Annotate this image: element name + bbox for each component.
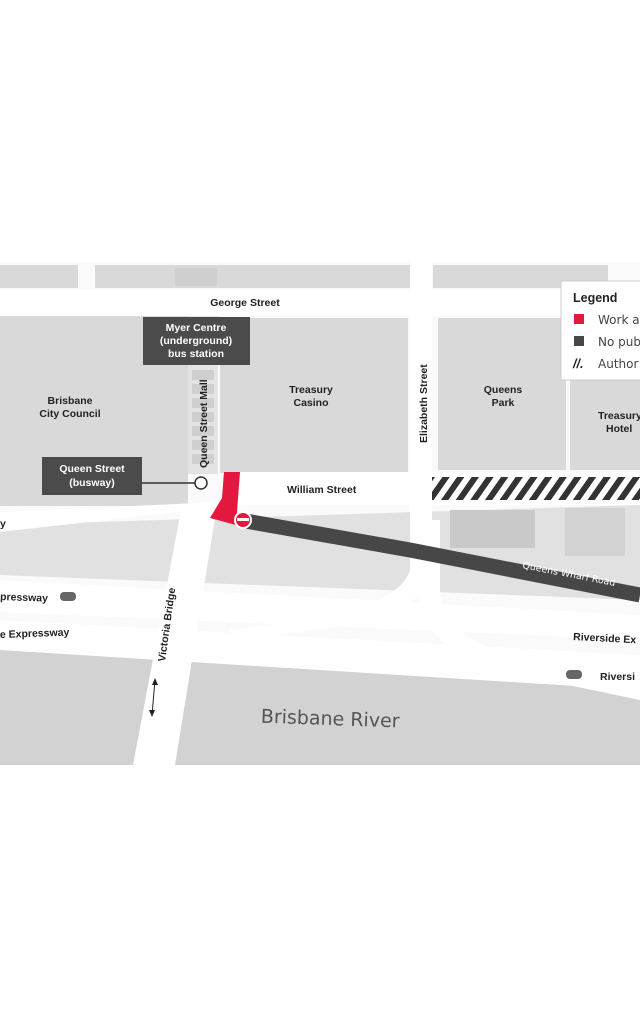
elizabeth-street-label: Elizabeth Street — [418, 364, 430, 443]
myer-centre-line-3: bus station — [168, 348, 224, 360]
george-street-label: George Street — [210, 297, 280, 309]
busway-line-1: Queen Street — [59, 463, 125, 475]
red-square-icon — [574, 314, 584, 324]
legend-item-authorised: Author — [598, 357, 638, 371]
no-public-access-road — [238, 512, 640, 603]
building — [175, 268, 217, 286]
arrow-head — [152, 678, 158, 685]
legend: Legend Work a No pub //. Author — [560, 280, 640, 381]
road-closed-bar — [237, 518, 249, 521]
expressway-upper-label: pressway — [0, 591, 48, 605]
treasury-hotel-label-2: Hotel — [606, 423, 632, 435]
victoria-bridge-road — [133, 500, 218, 765]
riverside-expressway-label: Riverside Ex — [573, 631, 637, 646]
queens-park-label-1: Queens — [484, 384, 523, 396]
riverside-label-lower: Riversi — [600, 671, 635, 683]
building — [450, 510, 535, 548]
bus-stop-marker — [194, 476, 208, 490]
legend-title: Legend — [573, 291, 617, 305]
busway-line-2: (busway) — [69, 477, 115, 489]
legend-item-work-area: Work a — [598, 313, 640, 327]
expressway-upper — [0, 580, 640, 640]
brisbane-city-council-label-1: Brisbane — [48, 395, 93, 407]
city-block — [0, 265, 78, 288]
block-treasury-casino — [220, 318, 408, 473]
expressway-lower-label: e Expressway — [0, 627, 70, 641]
queen-street-mall-label: Queen Street Mall — [198, 379, 210, 468]
brisbane-city-council-label-2: City Council — [39, 408, 100, 420]
building — [565, 508, 625, 556]
myer-centre-line-2: (underground) — [160, 335, 232, 347]
brisbane-river-label: Brisbane River — [261, 706, 401, 733]
work-area — [210, 472, 240, 525]
treasury-casino-label-2: Casino — [293, 397, 328, 409]
mall-kiosks — [192, 370, 214, 464]
legend-item-no-public-access: No pub — [598, 335, 640, 349]
myer-centre-line-1: Myer Centre — [166, 322, 227, 334]
elizabeth-ramp — [418, 520, 640, 700]
hatch-icon: //. — [572, 357, 583, 371]
dark-square-icon — [574, 336, 584, 346]
queens-park-label-2: Park — [492, 397, 515, 409]
city-block — [95, 265, 410, 288]
block-queens-park — [438, 318, 566, 470]
authorised-access-area — [432, 477, 640, 500]
direction-marker-icon — [566, 670, 582, 679]
george-street-road — [0, 290, 640, 316]
myer-centre-callout — [143, 317, 250, 365]
two-way-arrow-icon — [151, 679, 156, 716]
treasury-hotel-label-1: Treasury — [598, 410, 640, 422]
treasury-casino-label-1: Treasury — [289, 384, 333, 396]
direction-marker-icon — [60, 592, 76, 601]
queen-street-busway-callout — [42, 457, 142, 495]
arrow-head — [149, 710, 155, 717]
left-road-label: y — [0, 518, 6, 530]
william-street-label: William Street — [287, 484, 357, 496]
